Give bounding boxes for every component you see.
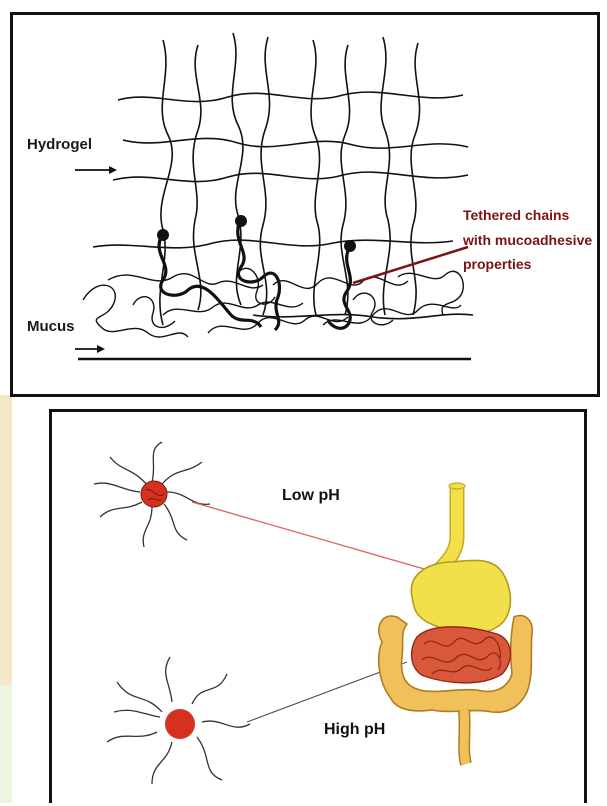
low-ph-particle [94, 442, 210, 547]
low-ph-label: Low pH [282, 487, 340, 504]
high-ph-label: High pH [324, 721, 385, 738]
mucus-arrow [75, 345, 105, 353]
tether-anchor-points [157, 215, 356, 252]
tethered-label-line2: with mucoadhesive [462, 232, 592, 248]
mucus-tangle [83, 268, 463, 337]
ph-delivery-panel: Low pH High pH [49, 409, 587, 803]
tethered-chains-pointer [353, 247, 468, 283]
left-edge-strip [0, 395, 50, 803]
tethered-label-line3: properties [463, 256, 532, 272]
left-edge-strip-art [0, 395, 50, 803]
ph-delivery-diagram: Low pH High pH [52, 412, 590, 806]
hydrogel-arrow [75, 166, 117, 174]
high-ph-particle [107, 657, 250, 784]
tethered-label-line1: Tethered chains [463, 207, 570, 223]
hydrogel-label: Hydrogel [27, 136, 92, 153]
digestive-tract-illustration [379, 483, 533, 764]
hydrogel-mucus-panel: Hydrogel Mucus Tethered chains with muco… [10, 12, 600, 397]
low-ph-pointer [192, 502, 452, 577]
tethered-chains [159, 223, 350, 330]
hydrogel-mucus-diagram: Hydrogel Mucus Tethered chains with muco… [13, 15, 603, 400]
mucus-label: Mucus [27, 318, 75, 335]
